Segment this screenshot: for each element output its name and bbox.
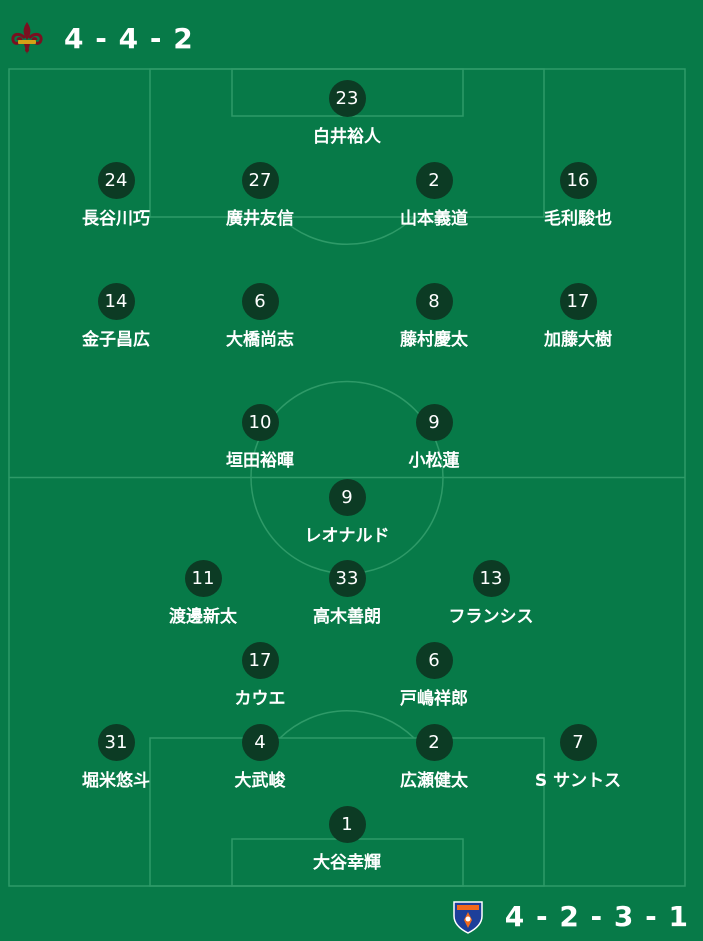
top-penalty-arc (279, 216, 415, 245)
player-name: 広瀬健太 (400, 771, 468, 791)
player-number: 23 (328, 80, 366, 117)
away-team-header: 4 - 2 - 3 - 1 (451, 898, 689, 934)
player-name: 長谷川巧 (82, 209, 150, 229)
player-number: 7 (559, 724, 597, 761)
player-name: フランシス (448, 607, 534, 627)
player-name: S サントス (534, 771, 622, 791)
player-number: 11 (184, 560, 222, 597)
home-player[interactable]: 10 垣田裕暉 (185, 404, 335, 471)
player-name: 大武峻 (234, 771, 286, 791)
player-number: 17 (559, 283, 597, 320)
home-formation: 4 - 4 - 2 (64, 21, 194, 55)
home-player[interactable]: 23 白井裕人 (272, 80, 422, 147)
away-player[interactable]: 9 レオナルド (272, 479, 422, 546)
player-name: カウエ (234, 689, 286, 709)
player-number: 27 (241, 162, 279, 199)
home-player[interactable]: 8 藤村慶太 (359, 283, 509, 350)
home-player[interactable]: 2 山本義道 (359, 162, 509, 229)
player-number: 24 (97, 162, 135, 199)
bottom-penalty-arc (279, 710, 415, 739)
player-name: 毛利駿也 (544, 209, 612, 229)
player-number: 31 (97, 724, 135, 761)
player-number: 6 (241, 283, 279, 320)
player-number: 9 (328, 479, 366, 516)
away-player[interactable]: 17 カウエ (185, 642, 335, 709)
player-name: 渡邊新太 (169, 607, 237, 627)
home-player[interactable]: 6 大橋尚志 (185, 283, 335, 350)
player-number: 13 (472, 560, 510, 597)
player-number: 9 (415, 404, 453, 441)
player-name: 小松蓮 (408, 451, 460, 471)
player-name: 大谷幸輝 (313, 853, 381, 873)
player-name: 白井裕人 (313, 127, 381, 147)
home-player[interactable]: 9 小松蓮 (359, 404, 509, 471)
player-number: 4 (241, 724, 279, 761)
player-number: 33 (328, 560, 366, 597)
player-name: 藤村慶太 (400, 330, 468, 350)
player-name: 廣井友信 (226, 209, 294, 229)
away-player[interactable]: 7 S サントス (503, 724, 653, 791)
player-name: 垣田裕暉 (226, 451, 294, 471)
player-name: 高木善朗 (313, 607, 381, 627)
away-formation: 4 - 2 - 3 - 1 (504, 899, 689, 933)
player-name: レオナルド (304, 526, 390, 546)
player-number: 17 (241, 642, 279, 679)
home-player[interactable]: 17 加藤大樹 (503, 283, 653, 350)
home-player[interactable]: 16 毛利駿也 (503, 162, 653, 229)
player-name: 戸嶋祥郎 (400, 689, 468, 709)
player-number: 8 (415, 283, 453, 320)
player-name: 大橋尚志 (226, 330, 294, 350)
home-player[interactable]: 27 廣井友信 (185, 162, 335, 229)
player-number: 2 (415, 162, 453, 199)
player-number: 14 (97, 283, 135, 320)
away-player[interactable]: 31 堀米悠斗 (41, 724, 191, 791)
away-player[interactable]: 1 大谷幸輝 (272, 806, 422, 873)
home-player[interactable]: 24 長谷川巧 (41, 162, 191, 229)
away-player[interactable]: 13 フランシス (416, 560, 566, 627)
shield-crest-icon (452, 901, 483, 934)
player-number: 1 (328, 806, 366, 843)
player-name: 堀米悠斗 (82, 771, 150, 791)
away-player[interactable]: 4 大武峻 (185, 724, 335, 791)
fleur-de-lis-crest-icon (11, 22, 43, 54)
player-number: 16 (559, 162, 597, 199)
player-number: 6 (415, 642, 453, 679)
away-player[interactable]: 2 広瀬健太 (359, 724, 509, 791)
player-number: 10 (241, 404, 279, 441)
home-team-header: 4 - 4 - 2 (10, 20, 194, 56)
player-name: 金子昌広 (82, 330, 150, 350)
player-number: 2 (415, 724, 453, 761)
home-player[interactable]: 14 金子昌広 (41, 283, 191, 350)
player-name: 加藤大樹 (544, 330, 612, 350)
away-player[interactable]: 11 渡邊新太 (128, 560, 278, 627)
away-player[interactable]: 6 戸嶋祥郎 (359, 642, 509, 709)
away-player[interactable]: 33 高木善朗 (272, 560, 422, 627)
player-name: 山本義道 (400, 209, 468, 229)
